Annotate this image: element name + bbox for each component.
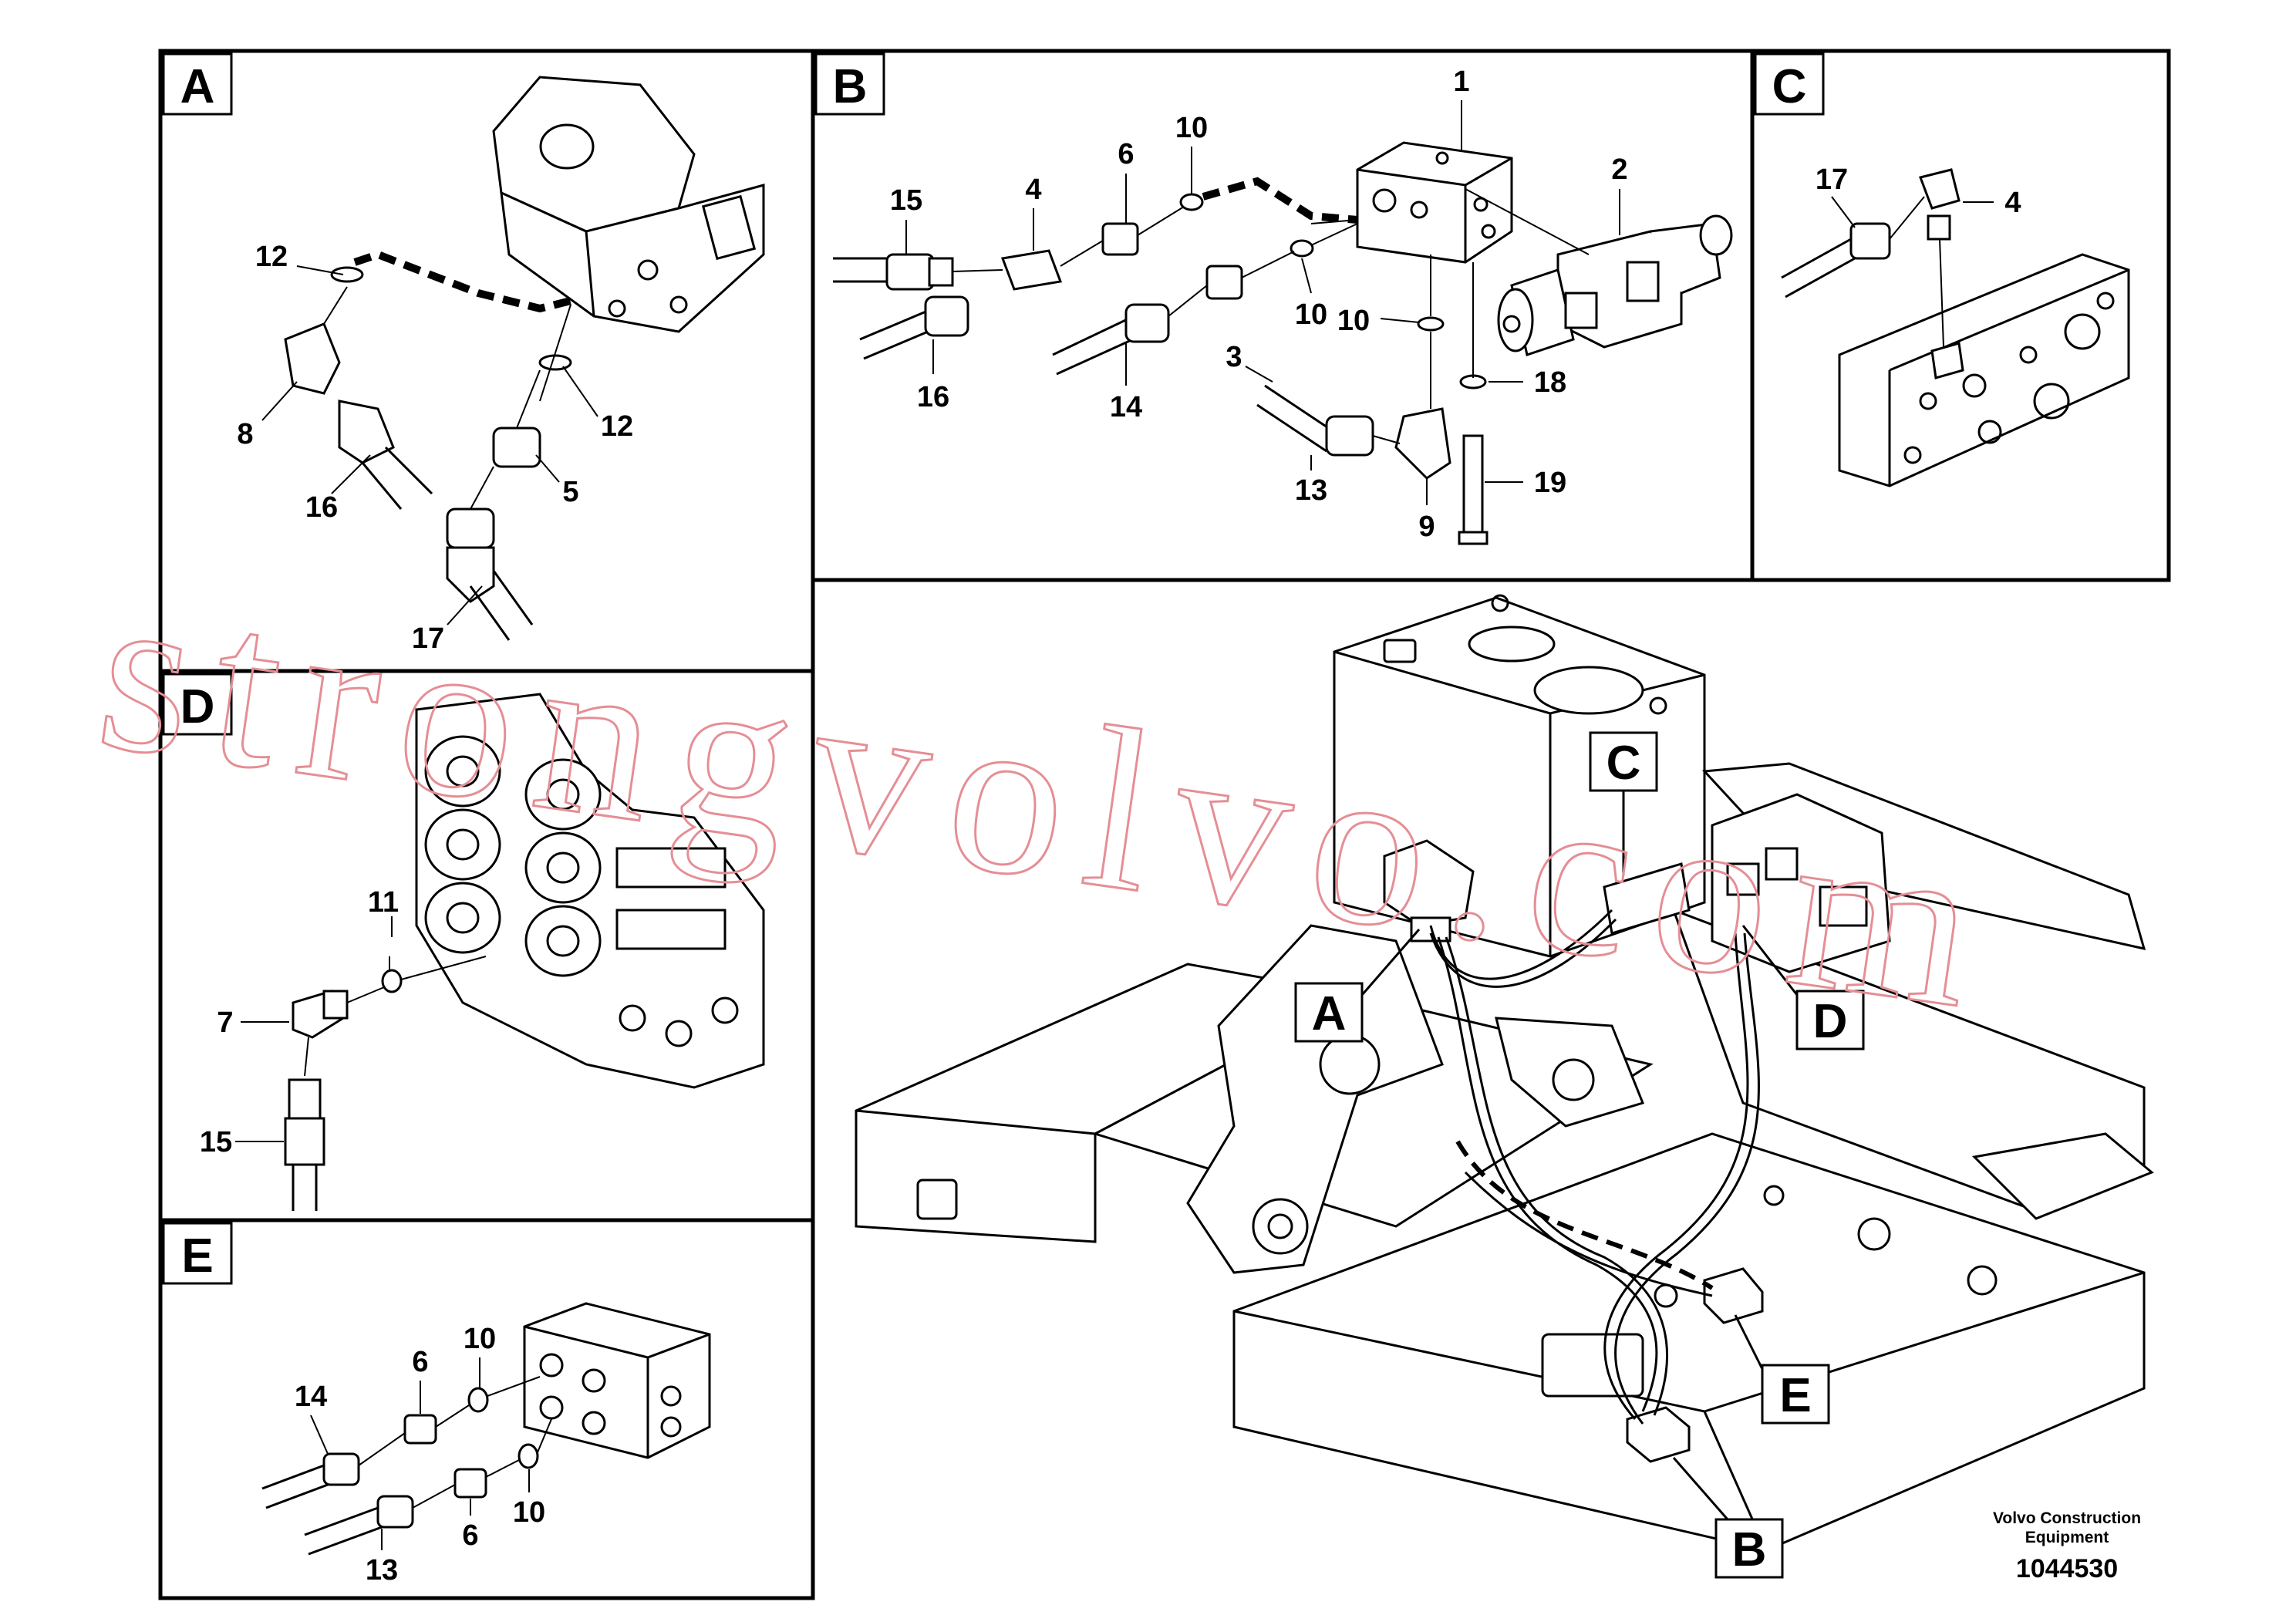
panel-a-label: A bbox=[180, 60, 215, 113]
callout-e-6-bottom: 6 bbox=[462, 1519, 478, 1552]
tag-d: D bbox=[1813, 995, 1848, 1048]
hose-routing bbox=[1429, 909, 1760, 1425]
manifold-block-illustration bbox=[1356, 141, 1513, 264]
callouts-b: 1 2 4 6 10 15 16 14 3 10 10 13 9 bbox=[890, 66, 1628, 543]
control-valve-overview bbox=[1711, 793, 1891, 973]
callout-b-10-mid: 10 bbox=[1295, 298, 1327, 331]
callout-a-12-top: 12 bbox=[255, 241, 288, 273]
callout-b-13: 13 bbox=[1295, 474, 1327, 507]
callout-e-10-bottom: 10 bbox=[513, 1496, 545, 1529]
callout-b-18: 18 bbox=[1534, 366, 1566, 399]
callout-d-15: 15 bbox=[200, 1126, 232, 1158]
callout-b-19: 19 bbox=[1534, 467, 1566, 499]
tag-c: C bbox=[1607, 737, 1641, 790]
callout-b-14: 14 bbox=[1110, 391, 1142, 423]
block-e-overview bbox=[1703, 1267, 1764, 1324]
main-overview: C A D E B Volvo Construction Equipment 1… bbox=[855, 594, 2154, 1583]
callout-e-6-top: 6 bbox=[412, 1346, 428, 1378]
panel-e: E 6 10 14 6 bbox=[158, 1218, 815, 1600]
callout-a-5: 5 bbox=[562, 476, 578, 508]
callouts-c: 17 4 bbox=[1816, 164, 2021, 228]
callout-b-10-right: 10 bbox=[1337, 305, 1370, 337]
solenoid-overview bbox=[1383, 839, 1475, 943]
callout-b-9: 9 bbox=[1418, 511, 1435, 543]
panel-b-label: B bbox=[833, 60, 868, 113]
callout-b-16: 16 bbox=[917, 381, 949, 413]
panel-d-label: D bbox=[180, 680, 215, 733]
callouts-a: 12 12 8 16 5 17 bbox=[237, 241, 633, 655]
callout-a-8: 8 bbox=[237, 418, 253, 450]
callout-b-1: 1 bbox=[1453, 66, 1469, 98]
callouts-e: 6 10 14 6 10 13 bbox=[295, 1323, 545, 1587]
tag-a: A bbox=[1312, 987, 1347, 1040]
panel-a: A 12 12 bbox=[158, 49, 815, 673]
callout-b-15: 15 bbox=[890, 184, 922, 217]
callout-d-7: 7 bbox=[217, 1007, 233, 1039]
panel-d: D bbox=[158, 669, 815, 1222]
mount-plate-overview bbox=[1603, 862, 1691, 935]
callout-b-4: 4 bbox=[1025, 174, 1041, 206]
tag-e: E bbox=[1779, 1369, 1811, 1422]
callout-b-3: 3 bbox=[1226, 341, 1242, 373]
callouts-d: 11 7 15 bbox=[200, 886, 399, 1158]
overview-tags: C A D E B bbox=[1294, 731, 1865, 1579]
control-valve-illustration bbox=[415, 693, 765, 1089]
brand-block: Volvo Construction Equipment 1044530 bbox=[1993, 1509, 2141, 1583]
callout-a-17: 17 bbox=[412, 622, 444, 655]
callout-c-17: 17 bbox=[1816, 164, 1848, 196]
callout-a-16: 16 bbox=[305, 491, 338, 524]
brand-line-2: Equipment bbox=[2025, 1529, 2109, 1546]
callout-c-4: 4 bbox=[2004, 187, 2021, 219]
pilot-line-b bbox=[1202, 177, 1358, 224]
boom-mount-illustration bbox=[1186, 924, 1645, 1274]
callout-b-2: 2 bbox=[1611, 153, 1627, 186]
panel-c: C 17 4 bbox=[1750, 49, 2171, 582]
pilot-line-a bbox=[353, 250, 572, 313]
panel-c-label: C bbox=[1772, 60, 1807, 113]
callout-d-11: 11 bbox=[368, 886, 399, 919]
solenoid-illustration bbox=[1465, 188, 1733, 356]
callout-b-6: 6 bbox=[1118, 138, 1134, 170]
mount-plate-illustration bbox=[1838, 253, 2130, 487]
callout-e-10-top: 10 bbox=[464, 1323, 496, 1355]
callout-a-12-right: 12 bbox=[601, 410, 633, 443]
panel-e-label: E bbox=[181, 1229, 213, 1283]
callout-e-14: 14 bbox=[295, 1381, 327, 1413]
solenoid-valve-illustration bbox=[492, 76, 765, 333]
panel-b: B bbox=[811, 49, 1755, 582]
callout-b-10-top: 10 bbox=[1175, 112, 1208, 144]
tag-b: B bbox=[1732, 1523, 1767, 1576]
block-b-overview bbox=[1626, 1406, 1691, 1463]
brand-line-1: Volvo Construction bbox=[1993, 1509, 2141, 1527]
document-number: 1044530 bbox=[2016, 1554, 2118, 1583]
distribution-block-illustration bbox=[523, 1302, 711, 1459]
callout-e-13: 13 bbox=[366, 1554, 398, 1587]
